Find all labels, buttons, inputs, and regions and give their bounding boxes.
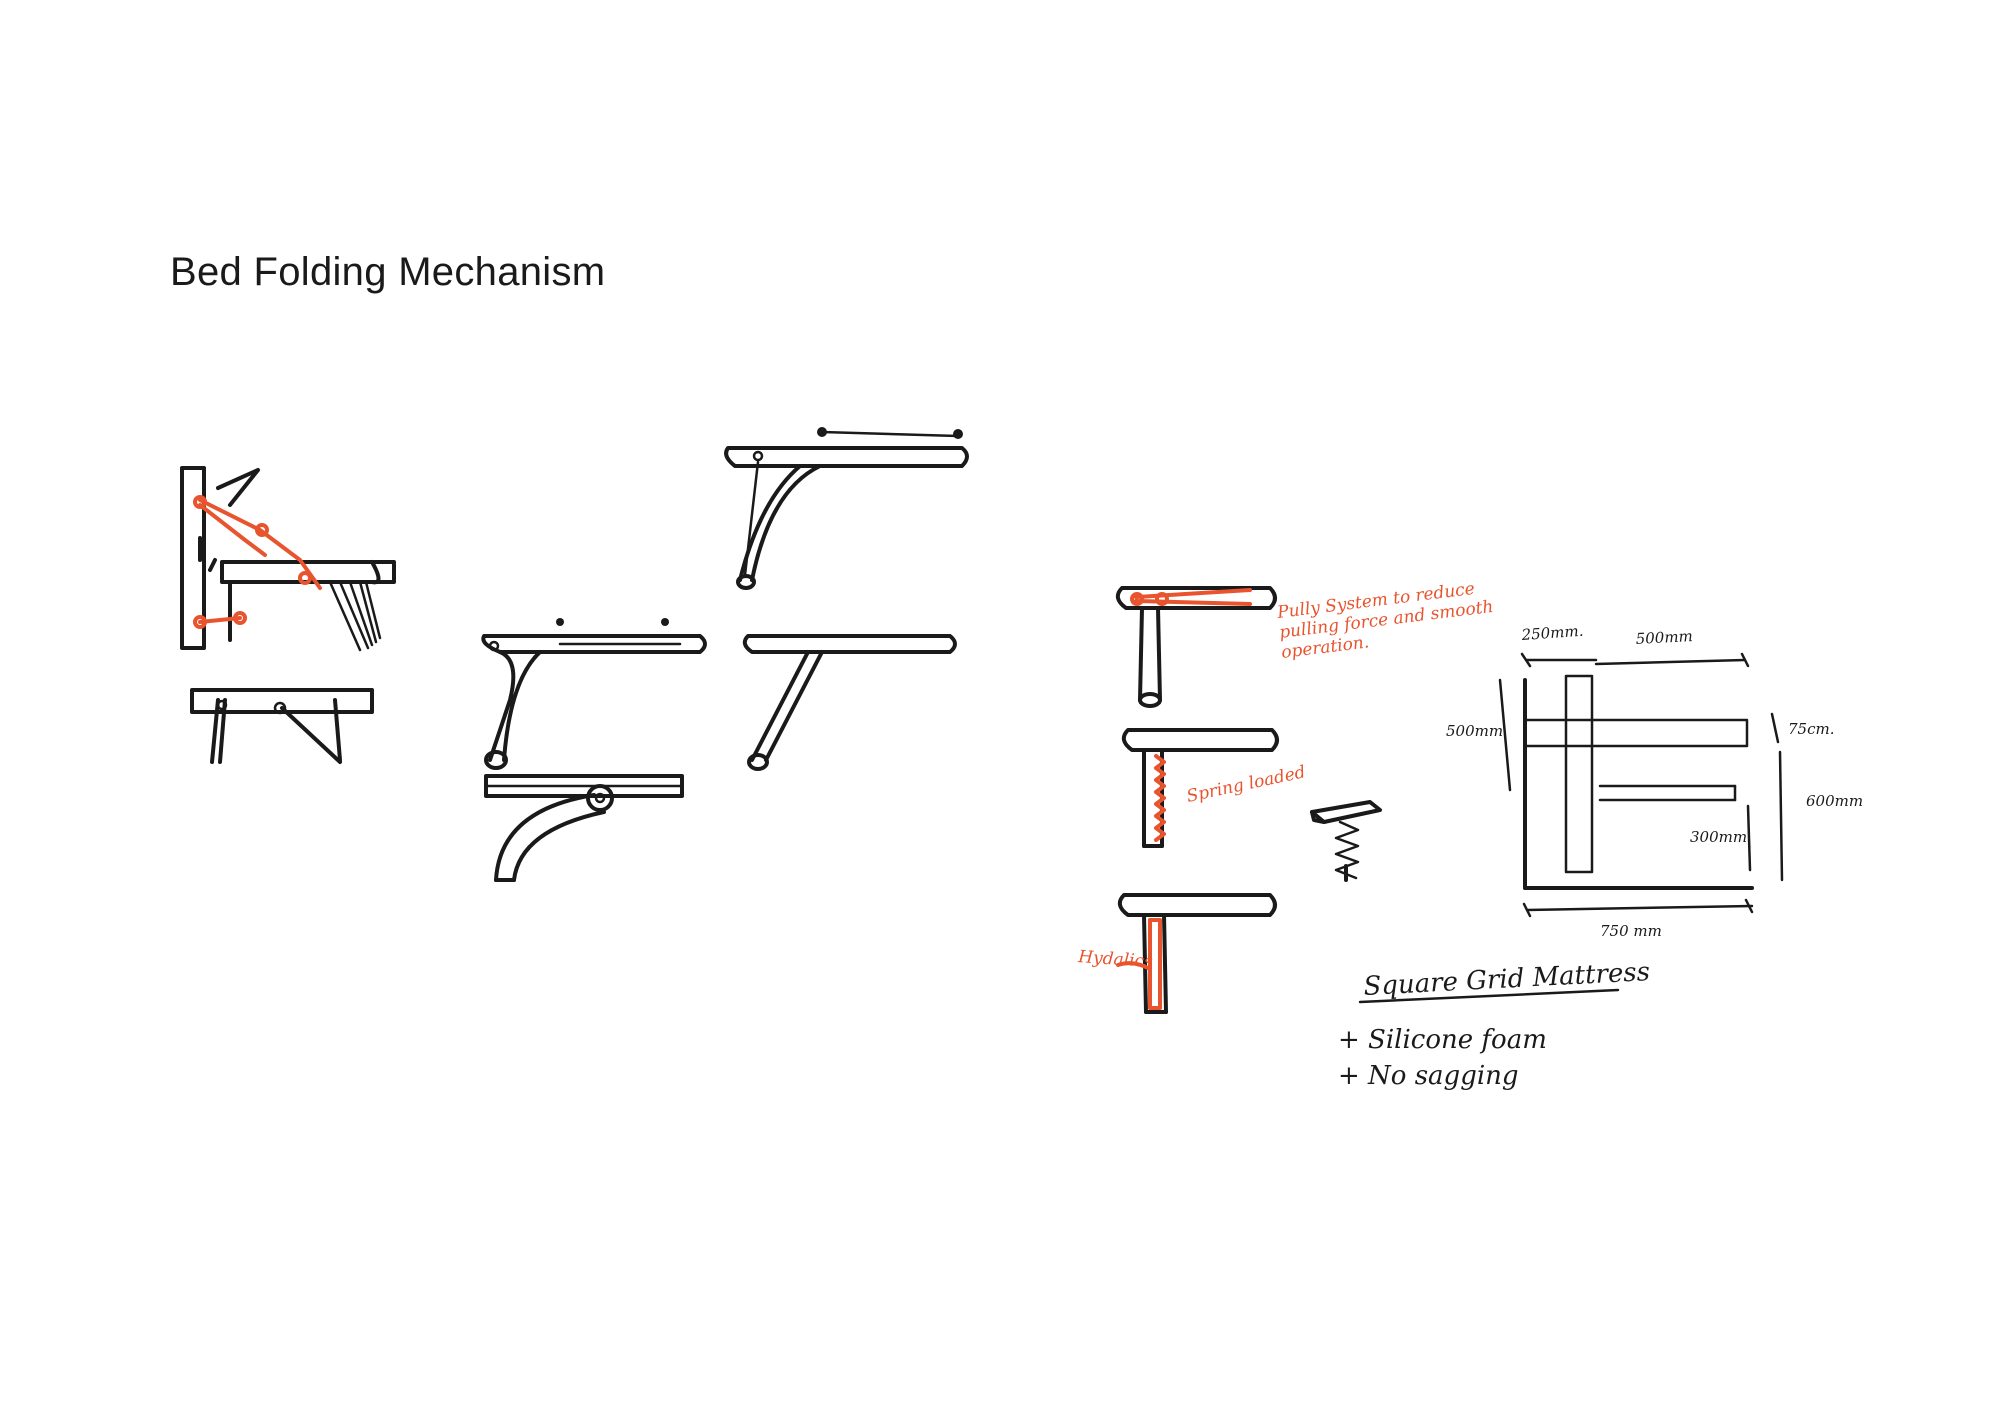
sketch-dimension-frame <box>1498 652 1784 918</box>
spring-detail-coil <box>1334 820 1360 880</box>
frame-vertical-board <box>1564 674 1594 874</box>
dim-750: 750 mm <box>1600 922 1662 940</box>
top-bar <box>724 446 969 468</box>
arc-arm <box>494 793 606 882</box>
sketch-wall-linkage <box>180 466 396 652</box>
frame-top-board <box>1523 718 1749 748</box>
hydraulic-pointer <box>1116 961 1150 970</box>
hydraulic-piston <box>1148 918 1162 1010</box>
hydraulic-leg <box>1142 913 1168 1014</box>
spring-note: Spring loaded <box>1185 762 1308 807</box>
pulley-leg <box>1138 606 1162 702</box>
pulley-wheel-right <box>1155 592 1169 606</box>
arc-pivot <box>586 784 614 812</box>
hydraulics-note: Hydalics <box>1077 947 1154 972</box>
top-tube <box>481 634 707 654</box>
dim-500-top: 500mm <box>1635 627 1693 648</box>
pulley-top-bar <box>1115 586 1277 610</box>
sketch-top-bracket <box>724 427 969 590</box>
mattress-item-1: + Silicone foam <box>1338 1025 1547 1055</box>
hatched-support <box>328 580 382 652</box>
dim-250: 250mm. <box>1520 622 1584 644</box>
hydraulic-top-bar <box>1117 893 1277 917</box>
diagonal-brace <box>280 706 342 764</box>
leg-left <box>210 698 220 764</box>
dim-600: 600mm <box>1806 792 1863 810</box>
dim-75: 75cm. <box>1788 720 1834 738</box>
t-diagonal-leg <box>750 650 824 762</box>
sketch-spring-bracket <box>1121 728 1279 848</box>
spring-top-bar <box>1121 728 1279 752</box>
page-title: Bed Folding Mechanism <box>170 250 606 294</box>
dim-300: 300mm <box>1690 828 1747 846</box>
curved-arm <box>488 650 542 762</box>
sketch-t-diagonal <box>742 634 957 771</box>
spring-coil <box>1154 754 1166 842</box>
mattress-item-2: + No sagging <box>1338 1061 1519 1091</box>
plate <box>1310 800 1382 824</box>
dim-500-left: 500mm <box>1446 722 1503 740</box>
t-top-bar <box>742 634 957 654</box>
curved-support <box>738 464 822 582</box>
sketch-hydraulic-bracket <box>1116 893 1277 1014</box>
pulley-cable <box>1134 588 1252 606</box>
pulley-wheel-left <box>1130 592 1144 606</box>
sketch-pulley-bracket <box>1115 586 1277 708</box>
pivot-bottom <box>193 615 207 629</box>
pivot-top <box>193 495 207 509</box>
sketch-channel-arc <box>484 774 684 882</box>
mattress-heading-underline <box>1358 988 1620 1004</box>
sketch-board-legs <box>190 688 374 764</box>
sketch-spring-detail <box>1310 800 1382 882</box>
wall-bracket-lines <box>216 468 260 507</box>
pivot-mid <box>255 523 269 537</box>
sketch-curved-bracket <box>481 618 707 770</box>
